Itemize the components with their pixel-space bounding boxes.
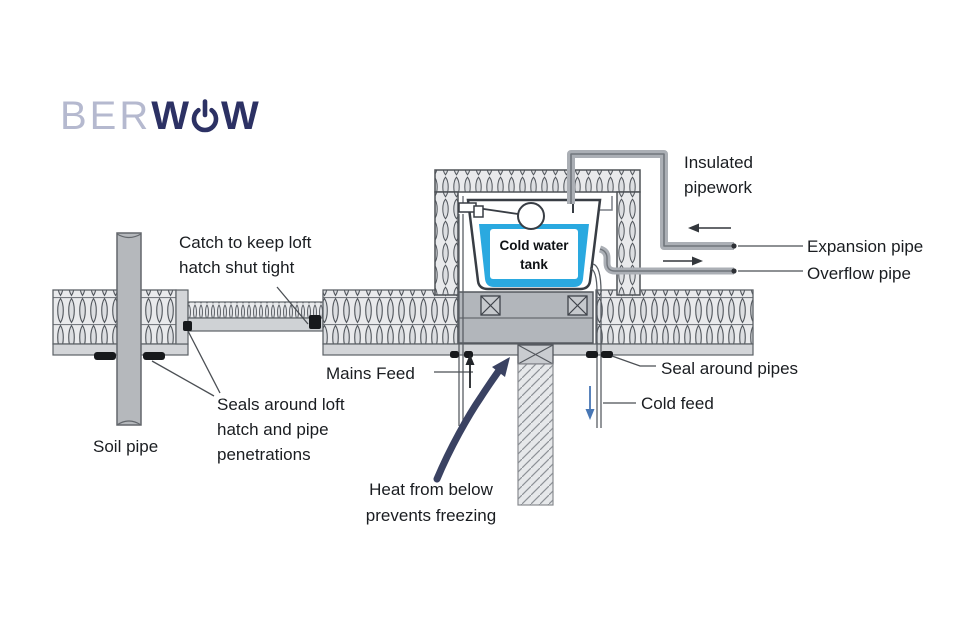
logo-w2: W [221, 94, 259, 138]
cold-feed-pipe [589, 263, 602, 428]
mains-feed-pipe [458, 214, 464, 426]
cold-water-tank-graphic [458, 194, 613, 291]
float-arm [476, 207, 519, 215]
catch-label: Catch to keep loft hatch shut tight [179, 233, 312, 277]
expansion-pipe-graphic [567, 150, 737, 250]
overflow-pipe-graphic [598, 245, 737, 275]
seal-around-pipes-label: Seal around pipes [661, 359, 799, 378]
soil-pipe-label: Soil pipe [93, 437, 159, 456]
leader-lines [151, 245, 803, 404]
heat-below-label: Heat from below prevents freezing [365, 480, 497, 525]
tank-enclosure [434, 169, 641, 296]
power-icon [191, 99, 219, 133]
float-ball [517, 202, 545, 230]
hatch-catch [309, 315, 321, 329]
loft-hatch [187, 301, 324, 332]
overflow-pipe-label: Overflow pipe [807, 264, 911, 283]
soil-pipe-graphic [116, 232, 142, 426]
joist-box-left [480, 295, 501, 316]
flow-arrow-expansion [688, 223, 731, 233]
tank-platform [457, 291, 594, 344]
logo-prefix: BER [60, 94, 152, 138]
heat-arrow [433, 357, 510, 483]
chimney-wall [517, 344, 554, 506]
cold-water-tank-label: Cold water tank [499, 238, 569, 272]
insulated-pipework-label: Insulated pipework [684, 153, 753, 197]
flow-arrow-cold-down [585, 386, 595, 420]
expansion-pipe-label: Expansion pipe [807, 237, 924, 256]
flow-arrow-mains-up [465, 354, 475, 388]
seals-loft-label: Seals around loft hatch and pipe penetra… [217, 395, 345, 464]
joist-box-right [567, 295, 588, 316]
cold-feed-label: Cold feed [641, 394, 714, 413]
flow-arrow-overflow [663, 256, 703, 266]
pipe-seals [94, 315, 613, 360]
hatch-seal-left [183, 321, 192, 331]
logo-w1: W [151, 94, 190, 138]
mains-feed-label: Mains Feed [326, 364, 415, 383]
